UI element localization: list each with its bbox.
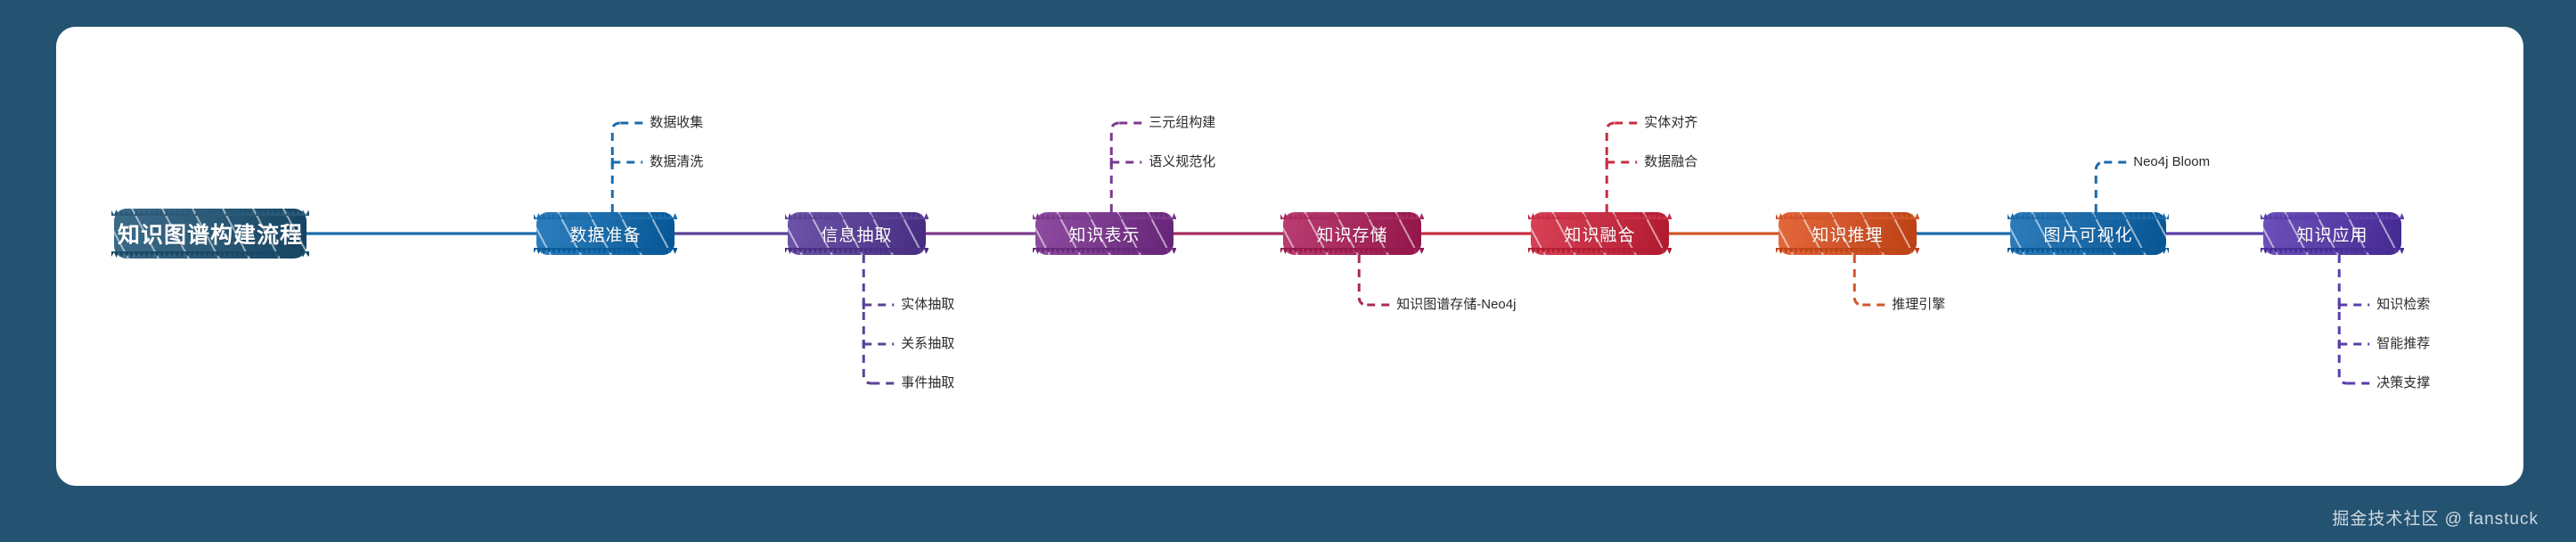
- stage-node-2[interactable]: 信息抽取: [785, 211, 928, 256]
- stage-node-label: 知识推理: [1811, 226, 1884, 245]
- stage-node-3[interactable]: 知识表示: [1033, 211, 1176, 256]
- stage-node-6[interactable]: 知识推理: [1776, 211, 1919, 256]
- sub-topic-label[interactable]: 知识检索: [2376, 297, 2431, 312]
- stage-node-5[interactable]: 知识融合: [1528, 211, 1672, 256]
- sub-topic-label[interactable]: Neo4j Bloom: [2133, 154, 2211, 169]
- sub-topic-label[interactable]: 决策支撑: [2376, 375, 2431, 390]
- sub-topic-label[interactable]: 数据收集: [650, 115, 704, 130]
- stage-node-4[interactable]: 知识存储: [1280, 211, 1424, 256]
- sub-topic-label[interactable]: 数据清洗: [650, 154, 704, 169]
- stage-node-1[interactable]: 数据准备: [534, 211, 677, 256]
- sub-topic-label[interactable]: 推理引擎: [1892, 297, 1946, 312]
- stage-node-label: 知识表示: [1068, 226, 1141, 245]
- sub-topic-label[interactable]: 数据融合: [1644, 154, 1698, 169]
- stage-node-label: 知识应用: [2296, 226, 2368, 245]
- stage-node-label: 图片可视化: [2043, 226, 2133, 245]
- stage-node-8[interactable]: 知识应用: [2261, 211, 2404, 256]
- root-node[interactable]: 知识图谱构建流程: [111, 208, 309, 259]
- stage-node-label: 数据准备: [569, 226, 642, 245]
- sub-topic-label[interactable]: 实体对齐: [1644, 115, 1698, 130]
- root-node-label: 知识图谱构建流程: [117, 223, 303, 248]
- stage-node-label: 信息抽取: [821, 226, 893, 245]
- sub-topic-label[interactable]: 关系抽取: [901, 336, 955, 351]
- diagram-card: [56, 27, 2523, 486]
- sub-topic-label[interactable]: 事件抽取: [901, 375, 955, 390]
- watermark: 掘金技术社区 @ fanstuck: [2332, 510, 2539, 529]
- sub-topic-label[interactable]: 智能推荐: [2376, 336, 2431, 351]
- sub-topic-label[interactable]: 三元组构建: [1149, 115, 1216, 130]
- sub-topic-label[interactable]: 语义规范化: [1149, 154, 1216, 169]
- sub-topic-label[interactable]: 实体抽取: [901, 297, 955, 312]
- stage-node-7[interactable]: 图片可视化: [2008, 211, 2169, 256]
- stage-node-label: 知识融合: [1564, 226, 1636, 245]
- sub-topic-label[interactable]: 知识图谱存储-Neo4j: [1396, 297, 1517, 312]
- stage-node-label: 知识存储: [1316, 226, 1388, 245]
